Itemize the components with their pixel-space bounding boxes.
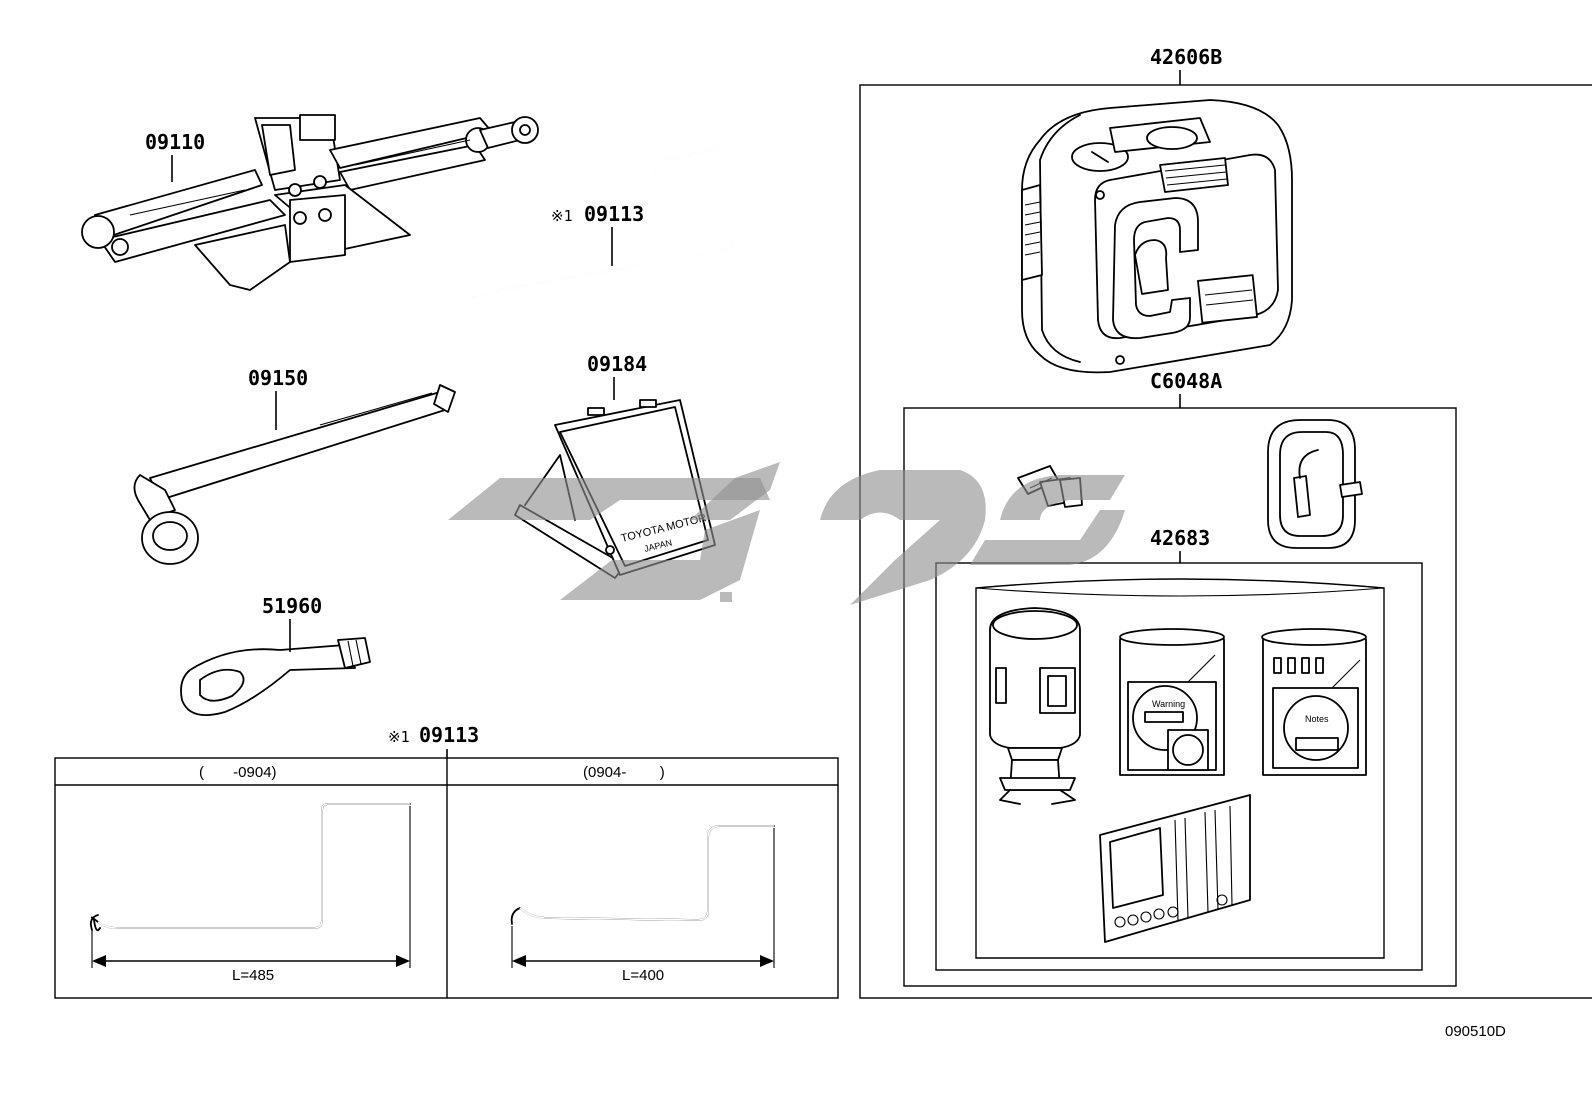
watermark-stroke-3 [690, 462, 780, 520]
watermark-stroke-4 [820, 470, 986, 520]
hose-set-part-number: C6048A [1150, 369, 1222, 393]
handle-table-left-header: ( -0904) [199, 764, 277, 781]
hose-set-frame [903, 407, 1457, 987]
sealant-bottle-illustration [989, 607, 1081, 805]
left-dim-arrow-a [92, 955, 106, 967]
right-dim-label: L=400 [622, 967, 664, 984]
repair-kit-bag [975, 578, 1385, 959]
sticker-notes-text: Notes [1305, 714, 1329, 724]
watermark-stroke-1 [448, 478, 770, 520]
towing-eye-illustration [180, 637, 371, 716]
watermark-stroke-5 [850, 520, 985, 605]
jack-part-number: 09110 [145, 130, 205, 154]
repair-kit-frame [935, 562, 1423, 971]
handle-table-right-header: (0904- ) [583, 764, 665, 781]
compressor-kit-frame [859, 84, 1592, 999]
brand-watermark-logo [448, 462, 1125, 605]
handle-table-mark: ※1 [388, 728, 410, 746]
jack-handle-illustration [466, 144, 736, 299]
instruction-manual-illustration [1099, 794, 1251, 943]
handle-variant-long [89, 803, 411, 932]
wheel-wrench-part-number: 09150 [248, 366, 308, 390]
warning-triangle-part-number: 09184 [587, 352, 647, 376]
sticker-pack-warning [1119, 628, 1225, 776]
handle-variant-short [510, 825, 775, 925]
jack-illustration [81, 114, 539, 291]
repair-kit-part-number: 42683 [1150, 526, 1210, 550]
right-dim-arrow-b [760, 955, 774, 967]
wheel-wrench-illustration [133, 384, 456, 565]
compressor-part-number: 42606B [1150, 45, 1222, 69]
left-dim-label: L=485 [232, 967, 274, 984]
right-dim-arrow-a [512, 955, 526, 967]
compressor-illustration [1021, 99, 1293, 374]
jack-handle-mark: ※1 [551, 207, 573, 225]
sticker-pack-notes [1261, 628, 1367, 776]
diagram-code: 090510D [1445, 1023, 1506, 1040]
handle-table-title: 09113 [419, 723, 479, 747]
left-dim-arrow-b [396, 955, 410, 967]
jack-handle-part-number: 09113 [584, 202, 644, 226]
watermark-dot [720, 592, 732, 602]
watermark-stroke-2 [560, 510, 760, 600]
towing-eye-part-number: 51960 [262, 594, 322, 618]
watermark-stroke-7 [970, 510, 1125, 565]
hose-coil-illustration [1267, 419, 1363, 549]
sticker-warning-text: Warning [1152, 699, 1185, 709]
watermark-stroke-6 [1000, 475, 1125, 520]
